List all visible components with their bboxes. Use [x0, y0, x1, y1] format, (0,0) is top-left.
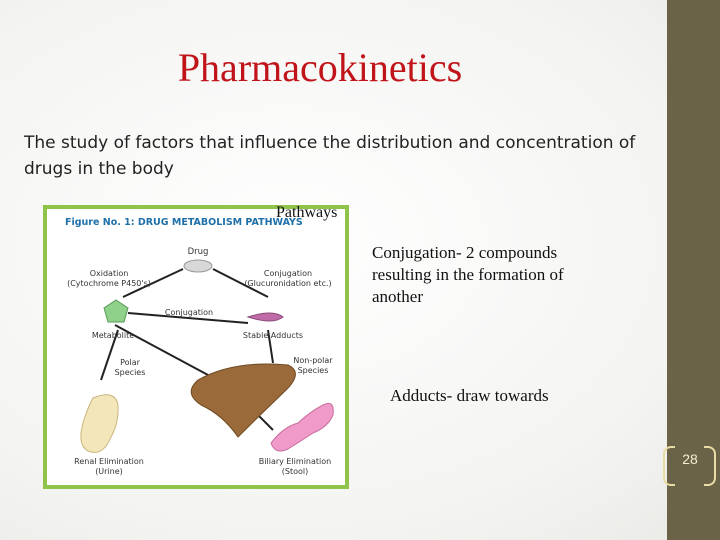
label-oxidation-2: (Cytochrome P450's)	[67, 279, 151, 288]
slide-subtitle: The study of factors that influence the …	[24, 133, 636, 179]
figure-heading: Figure No. 1: DRUG METABOLISM PATHWAYS	[65, 217, 303, 228]
liver-icon	[190, 363, 296, 438]
label-stable-adducts: Stable Adducts	[243, 331, 303, 340]
label-conjugation-2: (Glucuronidation etc.)	[244, 279, 331, 288]
label-biliary-1: Biliary Elimination	[259, 457, 331, 466]
note-adducts: Adducts- draw towards	[390, 386, 549, 405]
metabolite-icon	[103, 299, 129, 323]
label-renal-2: (Urine)	[95, 467, 123, 476]
arrow-conjugation-mid	[127, 312, 249, 324]
label-polar-1: Polar	[120, 358, 141, 367]
slide-title: Pharmacokinetics	[177, 45, 463, 90]
arrow-metabolite-liver	[114, 324, 209, 376]
arrow-conjugation	[212, 268, 269, 298]
kidney-icon	[80, 394, 119, 453]
label-nonpolar-2: Species	[298, 366, 329, 375]
label-renal-1: Renal Elimination	[74, 457, 144, 466]
intestine-icon	[270, 402, 334, 452]
note-conjugation: Conjugation- 2 compounds resulting in th…	[372, 243, 564, 306]
label-nonpolar-1: Non-polar	[293, 356, 333, 365]
drug-pill-icon	[183, 259, 213, 273]
arrow-oxidation	[122, 268, 184, 298]
label-oxidation-1: Oxidation	[90, 269, 129, 278]
pathways-label: Pathways	[276, 204, 338, 221]
label-biliary-2: (Stool)	[282, 467, 308, 476]
label-conjugation-mid: Conjugation	[165, 308, 213, 317]
arrow-nonpolar	[267, 329, 274, 364]
label-metabolite: Metabolite	[92, 331, 134, 340]
page-number: 28	[682, 451, 698, 467]
label-polar-2: Species	[115, 368, 146, 377]
label-drug: Drug	[188, 247, 209, 257]
page-number-bracket-right	[704, 446, 716, 486]
page-number-bracket-left	[663, 446, 675, 486]
arrow-polar	[100, 329, 119, 381]
drug-metabolism-figure: Figure No. 1: DRUG METABOLISM PATHWAYS D…	[43, 205, 349, 489]
label-conjugation-1: Conjugation	[264, 269, 312, 278]
stable-adducts-icon	[246, 312, 284, 322]
